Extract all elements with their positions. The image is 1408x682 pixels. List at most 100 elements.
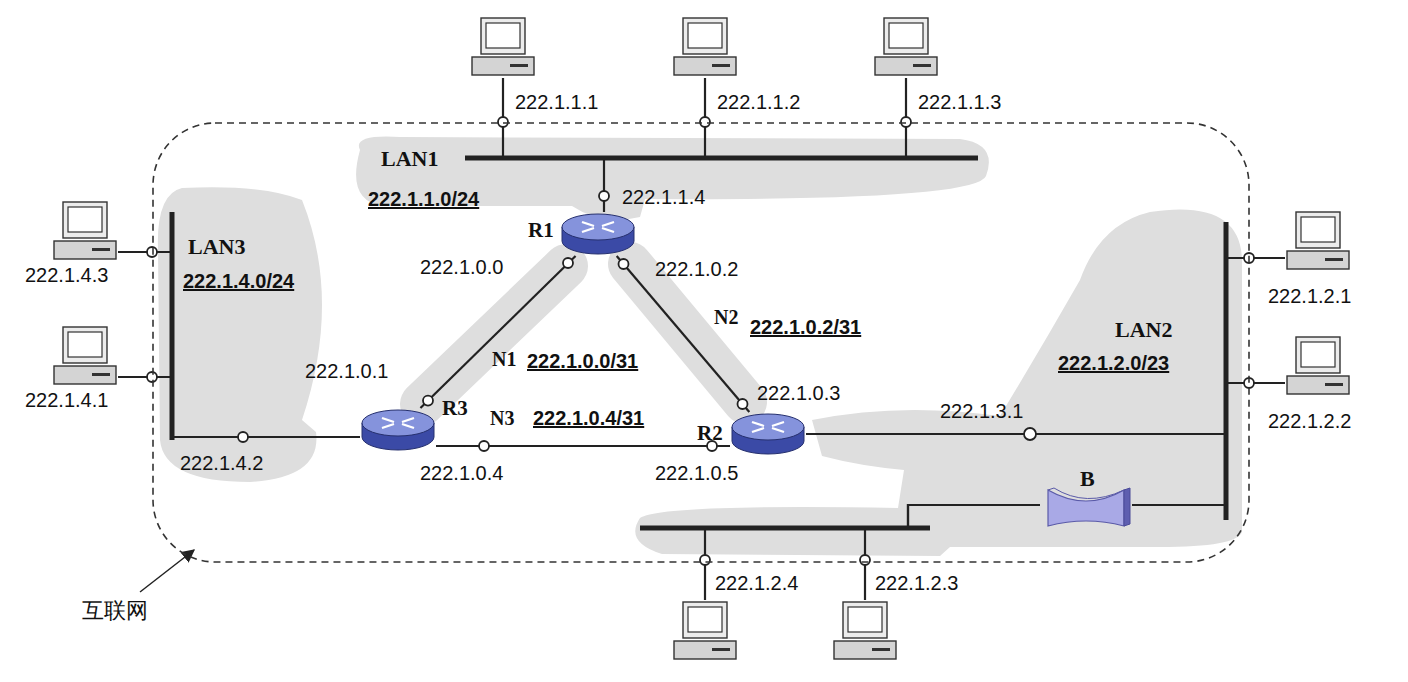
- subnet-prefix: 222.1.4.0/24: [183, 270, 294, 293]
- subnet-prefix: 222.1.1.0/24: [368, 188, 479, 211]
- drive-slot: [92, 248, 110, 251]
- host-computer: 222.1.1.1: [470, 16, 536, 78]
- leader-arrow: [140, 550, 194, 592]
- monitor: [481, 18, 525, 54]
- subnet-prefix: 222.1.2.0/23: [1058, 352, 1169, 375]
- host-computer-icon: [672, 16, 738, 78]
- subnet-prefix: 222.1.0.4/31: [533, 407, 644, 430]
- interface-address: 222.1.0.4: [420, 462, 503, 485]
- system-unit: [834, 641, 896, 659]
- screen: [68, 207, 102, 232]
- network-link: [865, 505, 1040, 600]
- screen: [486, 23, 520, 48]
- host-computer-icon: [52, 325, 118, 387]
- router-icon: [730, 412, 806, 456]
- system-unit: [54, 366, 116, 384]
- interface-address: 222.1.0.5: [655, 462, 738, 485]
- drive-slot: [1325, 383, 1343, 386]
- host-computer-icon: [1285, 335, 1351, 397]
- router: R1: [560, 212, 636, 256]
- host-computer-icon: [832, 600, 898, 662]
- system-unit: [875, 57, 937, 75]
- lan-region: [356, 137, 989, 220]
- interface-address: 222.1.0.3: [757, 382, 840, 405]
- router-arrow: [382, 424, 394, 428]
- router-arrow: [602, 228, 614, 232]
- interface-dot: [700, 117, 710, 127]
- interface-dot: [860, 555, 870, 565]
- router-arrow: [772, 428, 784, 432]
- interface-dot: [619, 259, 629, 269]
- host-computer-icon: [470, 16, 536, 78]
- bridge-side: [1124, 488, 1130, 526]
- screen: [848, 607, 882, 632]
- interface-dot: [901, 117, 911, 127]
- router: R3: [360, 408, 436, 452]
- monitor: [63, 202, 107, 238]
- host-computer: 222.1.4.3: [52, 200, 118, 262]
- monitor: [1296, 212, 1340, 248]
- router-top: [562, 214, 634, 240]
- interface-dot: [738, 399, 748, 409]
- monitor: [884, 18, 928, 54]
- lan-bus: [170, 212, 175, 440]
- drive-slot: [1325, 258, 1343, 261]
- router-arrow: [582, 222, 594, 226]
- segment-name: B: [1080, 466, 1095, 492]
- region-label: 互联网: [82, 596, 148, 626]
- system-unit: [1287, 376, 1349, 394]
- region-outline: [153, 123, 1249, 562]
- host-address: 222.1.1.1: [515, 91, 598, 114]
- host-computer: 222.1.1.2: [672, 16, 738, 78]
- interface-address: 222.1.0.0: [420, 256, 503, 279]
- interface-dot: [700, 555, 710, 565]
- router-arrow: [382, 418, 394, 422]
- interface-dot: [599, 191, 609, 201]
- interface-address: 222.1.0.1: [305, 360, 388, 383]
- host-address: 222.1.4.1: [25, 389, 108, 412]
- router-name: R1: [528, 218, 554, 243]
- lan-segment: LAN2 222.1.2.0/23: [1050, 222, 1226, 520]
- subnet-prefix: 222.1.0.0/31: [527, 350, 638, 373]
- router-icon: [560, 212, 636, 256]
- host-address: 222.1.2.3: [875, 572, 958, 595]
- segment-name: LAN2: [1115, 317, 1172, 343]
- monitor: [683, 18, 727, 54]
- screen: [889, 23, 923, 48]
- host-computer: 222.1.2.2: [1285, 335, 1351, 397]
- monitor: [843, 602, 887, 638]
- router-arrow: [582, 228, 594, 232]
- screen: [1301, 217, 1335, 242]
- segment-name: LAN3: [188, 234, 245, 260]
- router-name: R3: [442, 396, 468, 421]
- host-address: 222.1.4.3: [25, 264, 108, 287]
- interface-dot: [147, 372, 157, 382]
- interface-dot: [423, 396, 433, 406]
- screen: [688, 23, 722, 48]
- router-arrow: [402, 418, 414, 422]
- network-name: N2: [714, 306, 738, 329]
- network-link: [806, 433, 1226, 435]
- router-arrow: [602, 222, 614, 226]
- system-unit: [674, 57, 736, 75]
- router-arrow: [752, 428, 764, 432]
- host-address: 222.1.2.2: [1268, 410, 1351, 433]
- router-arrow: [402, 424, 414, 428]
- screen: [68, 332, 102, 357]
- router-arrow: [772, 422, 784, 426]
- host-computer-icon: [52, 200, 118, 262]
- network-link: [172, 436, 360, 438]
- router-top: [362, 410, 434, 436]
- network-link: [118, 376, 172, 378]
- host-computer: 222.1.4.1: [52, 325, 118, 387]
- network-name: N1: [492, 348, 516, 371]
- system-unit: [1287, 251, 1349, 269]
- interface-dot: [479, 441, 489, 451]
- host-computer-icon: [1285, 210, 1351, 272]
- lan-segment: LAN3 222.1.4.0/24: [172, 212, 345, 440]
- interface-dot: [498, 117, 508, 127]
- interface-address: 222.1.4.2: [180, 452, 263, 475]
- monitor: [1296, 337, 1340, 373]
- interface-dot: [1024, 428, 1036, 440]
